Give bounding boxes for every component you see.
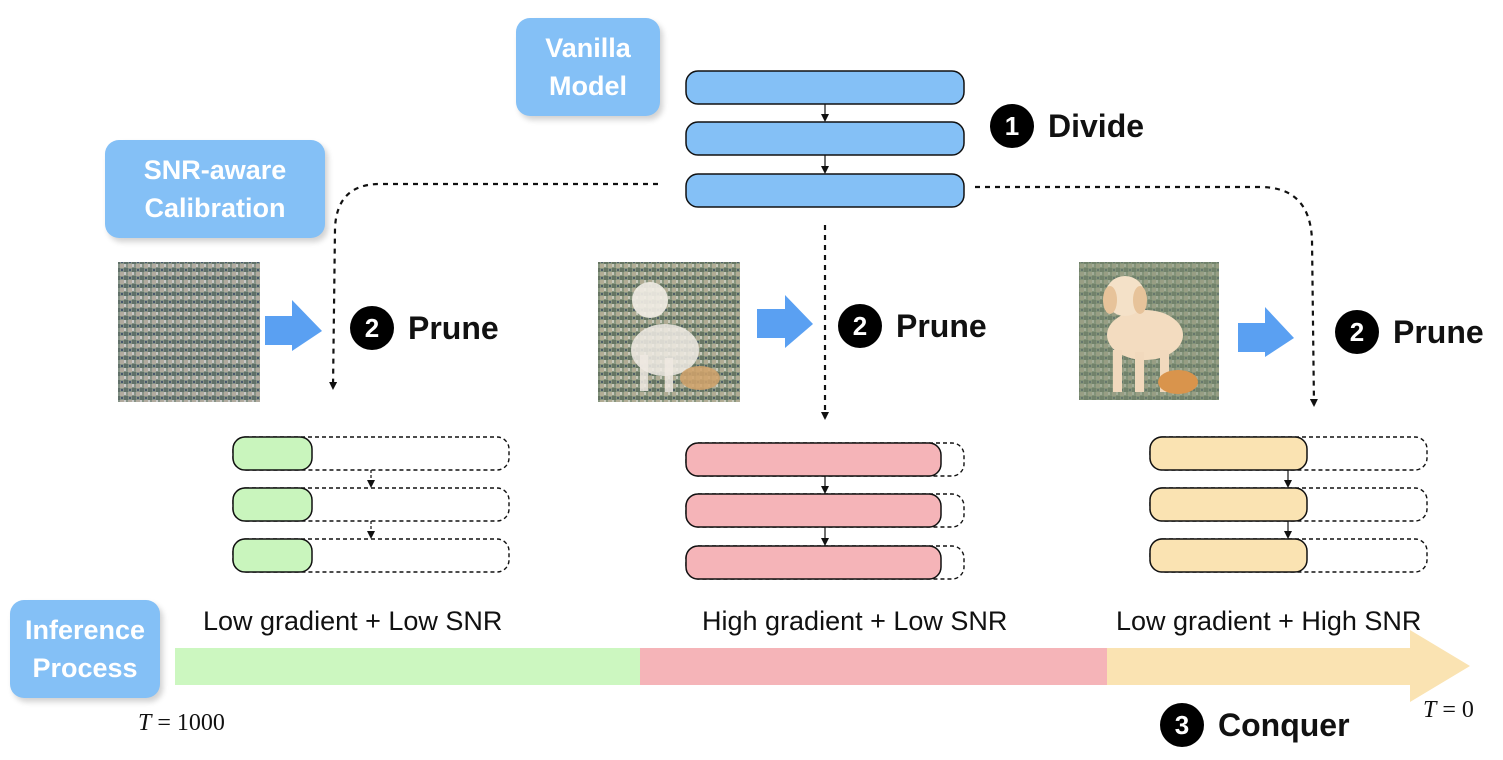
timestep-start-label: T = 1000 [138, 710, 225, 737]
step-prune-3: 2 Prune [1335, 310, 1484, 354]
pruned-model-high-low [685, 442, 965, 580]
vanilla-layer-2 [685, 121, 965, 156]
step-divide: 1 Divide [990, 104, 1144, 148]
pruned-layer-yellow-1 [1149, 436, 1308, 471]
forward-arrow-1 [265, 300, 322, 351]
pruned-layer-red-3 [685, 545, 942, 580]
pruned-layer-yellow-2 [1149, 487, 1308, 522]
forward-arrow-3 [1238, 307, 1294, 357]
vanilla-model-line2: Model [549, 71, 627, 101]
inference-process-line2: Process [32, 653, 138, 683]
dashed-routing-arrows [329, 182, 1318, 420]
phase-label-low-high: Low gradient + High SNR [1116, 606, 1422, 636]
step-label: Prune [408, 309, 499, 346]
step-conquer: 3 Conquer [1160, 703, 1350, 747]
pruned-layer-red-1 [685, 442, 942, 477]
forward-arrow-2 [757, 295, 813, 348]
step-badge: 1 [990, 104, 1034, 148]
vanilla-layer-3 [685, 173, 965, 208]
timeline-bar [175, 630, 1470, 702]
pruned-layer-red-2 [685, 493, 942, 528]
step-badge: 3 [1160, 703, 1204, 747]
noisy-image [118, 262, 260, 402]
pruned-model-low-high [1149, 436, 1428, 573]
timestep-value: = 0 [1442, 697, 1474, 723]
inference-process-tag: Inference Process [10, 600, 160, 698]
timestep-symbol: T [1423, 697, 1437, 723]
pruned-layer-green-1 [232, 436, 313, 471]
step-label: Prune [896, 307, 987, 344]
inference-process-line1: Inference [24, 615, 146, 645]
pruned-model-low-low [232, 436, 510, 573]
pruned-layer-yellow-3 [1149, 538, 1308, 573]
step-badge: 2 [1335, 310, 1379, 354]
timeline-segment-low-low [175, 648, 640, 685]
step-prune-2: 2 Prune [838, 304, 987, 348]
step-badge: 2 [350, 306, 394, 350]
timeline-segment-high-low [640, 648, 1107, 685]
pruned-layer-green-3 [232, 538, 313, 573]
step-prune-1: 2 Prune [350, 306, 499, 350]
step-label: Conquer [1218, 706, 1350, 743]
forward-arrows [265, 295, 1294, 357]
timestep-end-label: T = 0 [1423, 697, 1474, 724]
step-label: Prune [1393, 313, 1484, 350]
timestep-symbol: T [138, 710, 152, 736]
phase-label-low-low: Low gradient + Low SNR [203, 606, 503, 636]
timeline-segment-low-high [1107, 630, 1470, 702]
vanilla-model-line1: Vanilla [545, 33, 631, 63]
pruned-layer-green-2 [232, 487, 313, 522]
snr-calibration-line1: SNR-aware [143, 155, 287, 185]
vanilla-model-tag: Vanilla Model [516, 18, 660, 116]
step-label: Divide [1048, 107, 1145, 144]
timestep-value: = 1000 [157, 710, 225, 736]
vanilla-model-stack [685, 70, 965, 208]
step-badge: 2 [838, 304, 882, 348]
partially-denoised-dog-image [598, 262, 740, 402]
snr-calibration-tag: SNR-aware Calibration [105, 140, 325, 238]
clean-dog-image [1079, 262, 1219, 400]
vanilla-layer-1 [685, 70, 965, 105]
snr-calibration-line2: Calibration [144, 193, 286, 223]
phase-label-high-low: High gradient + Low SNR [702, 606, 1008, 636]
